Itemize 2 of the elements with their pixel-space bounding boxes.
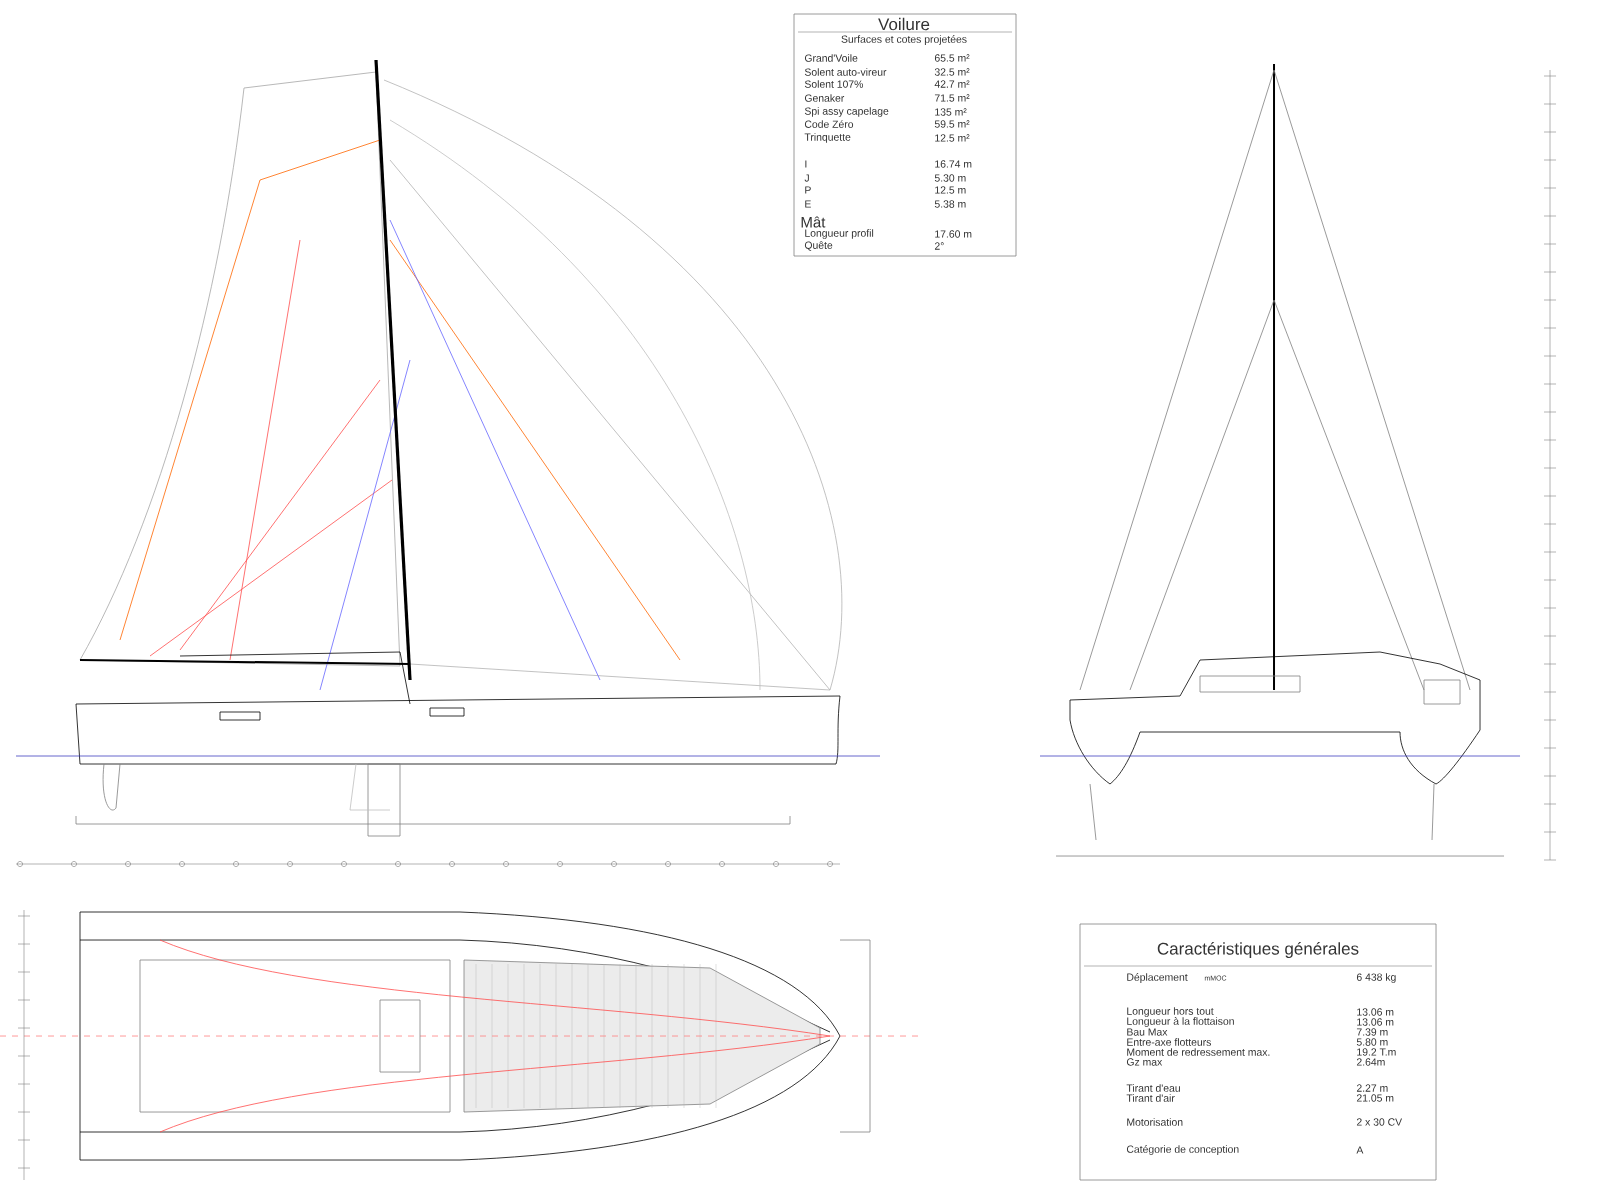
table-heading: Caractéristiques générales xyxy=(1157,942,1359,958)
table-heading: Voilure xyxy=(878,17,930,31)
